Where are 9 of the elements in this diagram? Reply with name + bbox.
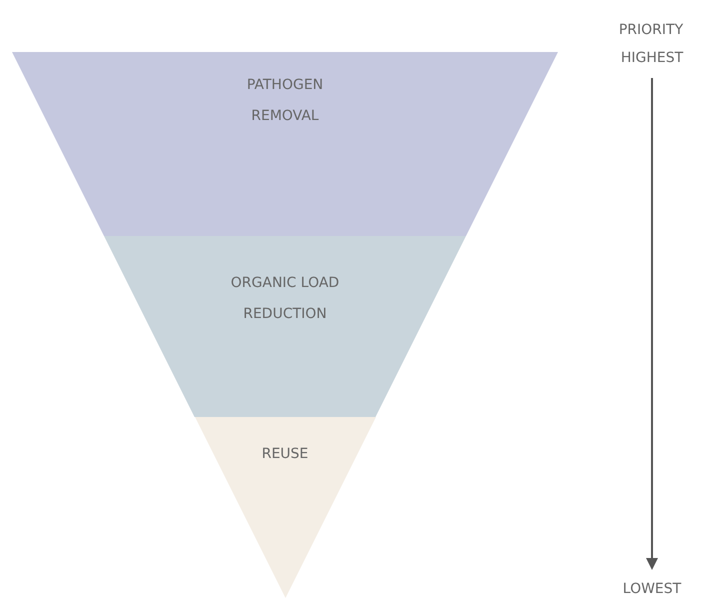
axis-title: PRIORITY [618,22,684,38]
band-label: REUSE [260,445,310,464]
trapezoid-band [12,52,558,236]
triangle-band [194,417,376,598]
band-label: ORGANIC LOAD REDUCTION [230,274,340,324]
band-label: PATHOGEN REMOVAL [246,76,324,126]
trapezoid-band [104,236,466,417]
axis-end-label: HIGHEST [620,50,684,66]
axis-end-label: LOWEST [622,581,682,597]
